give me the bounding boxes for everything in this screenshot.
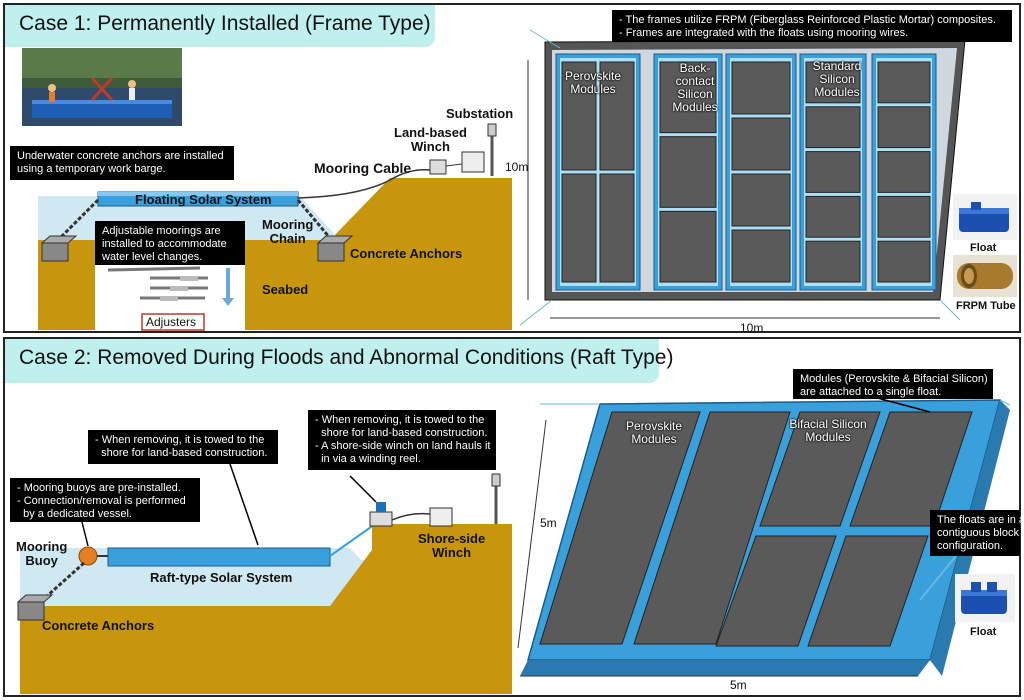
case2-cross-section	[16, 463, 512, 694]
c1-float-label: Float	[970, 242, 997, 254]
case2-title: Case 2: Removed During Floods and Abnorm…	[5, 339, 673, 383]
barge-photo	[22, 48, 182, 126]
raft-module	[759, 411, 881, 527]
c2-perovskite-label: Perovskite Modules	[625, 419, 683, 446]
mooring-chain-label: Mooring Chain	[262, 217, 314, 246]
frame-module	[599, 173, 635, 283]
frame-callout: - The frames utilize FRPM (Fiberglass Re…	[612, 10, 1012, 42]
frame-module	[659, 210, 717, 283]
c2-dim-side: 5m	[540, 516, 557, 530]
c1-back-contact-label: Back- contact Silicon Modules	[672, 61, 718, 114]
frame-module	[561, 173, 597, 283]
frame-module	[731, 173, 791, 227]
frame-module	[805, 106, 861, 149]
c2-float-photo	[955, 574, 1015, 622]
frame-module	[877, 61, 931, 104]
frame-module	[599, 61, 635, 171]
c2-bifacial-label: Bifacial Silicon Modules	[789, 417, 867, 444]
case1-cross-section	[38, 123, 512, 331]
frame-module	[731, 229, 791, 283]
mooring-buoy-label: Mooring Buoy	[16, 539, 68, 568]
callout-moorings: Adjustable moorings are installed to acc…	[95, 221, 245, 265]
c1-standard-silicon-label: Standard Silicon Modules	[812, 59, 862, 99]
frame-module	[877, 106, 931, 149]
seabed-label: Seabed	[262, 282, 309, 297]
case1-frame-topview	[519, 29, 966, 326]
frame-module	[805, 61, 861, 104]
c2-modules-callout: Modules (Perovskite & Bifacial Silicon) …	[793, 369, 993, 399]
frame-module	[731, 117, 791, 171]
substation-label: Substation	[446, 106, 514, 121]
land-winch-label: Land-based Winch	[394, 125, 467, 154]
frame-module	[561, 61, 597, 171]
raft-system-label: Raft-type Solar System	[150, 570, 293, 585]
callout-winch: - When removing, it is towed to the shor…	[308, 410, 496, 470]
frame-module	[877, 151, 931, 193]
floating-system-label: Floating Solar System	[135, 192, 272, 207]
frame-module	[805, 195, 861, 238]
frame-module	[659, 136, 717, 208]
adjusters-label: Adjusters	[146, 315, 197, 329]
c2-anchor	[16, 594, 54, 621]
callout-buoys: - Mooring buoys are pre-installed. - Con…	[10, 478, 200, 522]
c2-dim-bottom: 5m	[730, 678, 747, 692]
c1-perovskite-label: Perovskite Modules	[564, 69, 622, 96]
frame-module	[659, 61, 717, 134]
case1-title: Case 1: Permanently Installed (Frame Typ…	[5, 5, 435, 47]
raft-module	[633, 411, 791, 645]
frame-module	[805, 240, 861, 283]
c1-dim-side: 10m	[505, 160, 529, 174]
anchor-left	[40, 235, 78, 262]
frame-module	[731, 61, 791, 115]
anchor-right	[316, 235, 354, 262]
frame-module	[805, 151, 861, 193]
c2-concrete-anchors-label: Concrete Anchors	[42, 618, 155, 633]
frpm-tube-photo	[953, 255, 1017, 297]
frame-module	[877, 195, 931, 238]
c2-float-label: Float	[970, 626, 997, 638]
frpm-tube-label: FRPM Tube	[956, 300, 1016, 312]
concrete-anchors-label: Concrete Anchors	[350, 246, 463, 261]
raft-module	[539, 411, 701, 645]
callout-towed: - When removing, it is towed to the shor…	[88, 430, 278, 464]
shore-winch-label: Shore-side Winch	[418, 531, 486, 560]
case2-raft-topview	[517, 395, 1011, 677]
raft-module	[807, 535, 929, 647]
adjuster-rods	[107, 266, 234, 306]
raft-module	[715, 535, 837, 647]
c1-dim-bottom: 10m	[740, 321, 764, 335]
c1-float-photo	[953, 194, 1017, 240]
mooring-cable-label: Mooring Cable	[314, 160, 412, 176]
callout-anchors: Underwater concrete anchors are installe…	[10, 146, 234, 180]
frame-module	[877, 240, 931, 283]
c2-floats-callout: The floats are in a contiguous block con…	[930, 510, 1024, 556]
